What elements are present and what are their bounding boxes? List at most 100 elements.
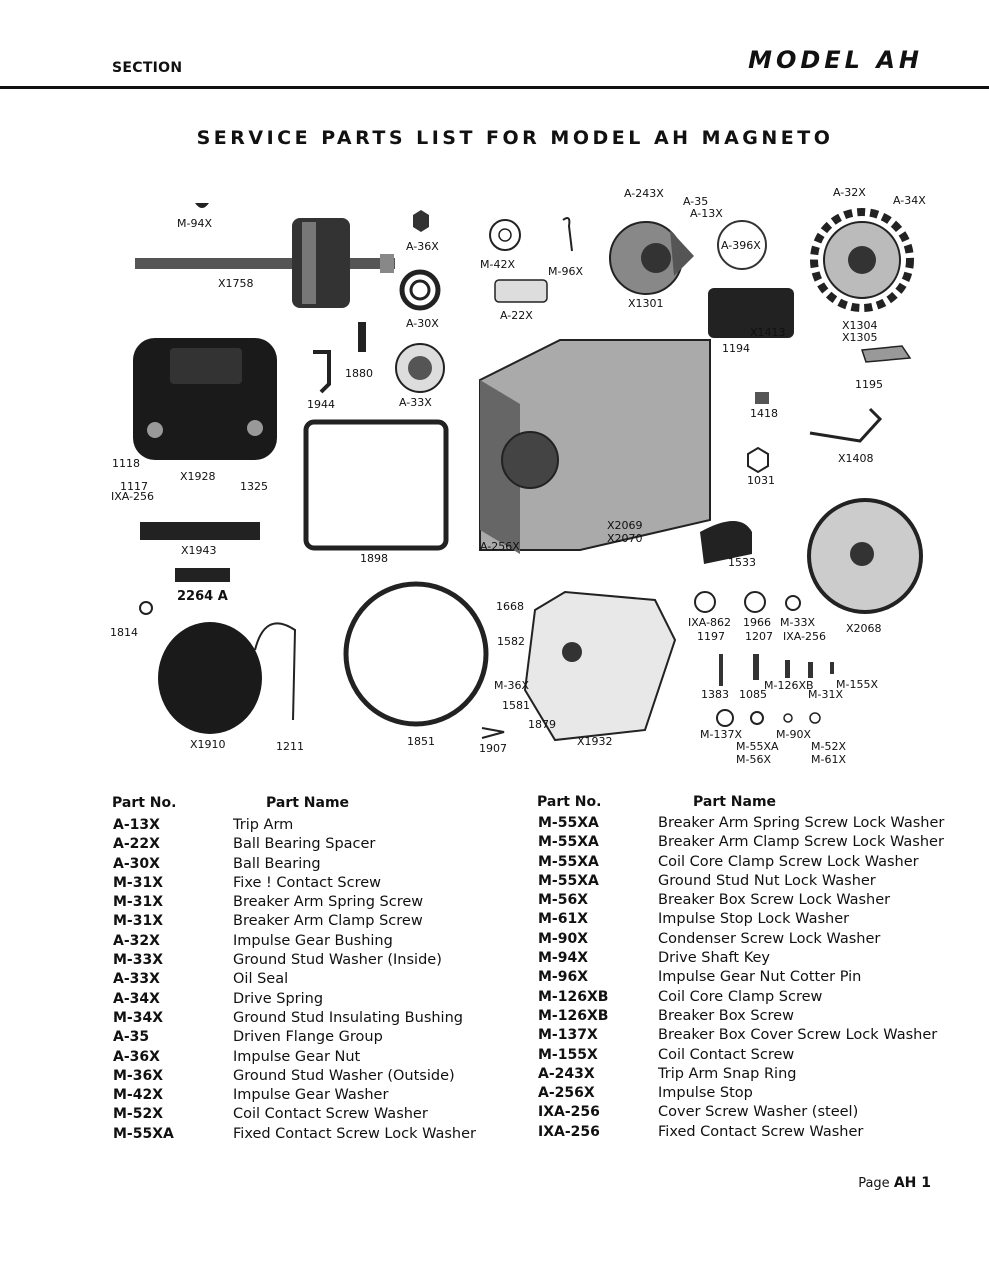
bushing-shape bbox=[755, 392, 769, 404]
label-a36x: A-36X bbox=[406, 240, 439, 253]
label-m126xb: M-126XB bbox=[764, 679, 814, 692]
label-ixa256a: IXA-256 bbox=[111, 490, 154, 503]
label-a35: A-35 bbox=[683, 195, 708, 208]
part-number: M-96X bbox=[538, 969, 589, 986]
magneto-housing-shape bbox=[479, 339, 711, 554]
label-x1413: X1413 bbox=[750, 326, 786, 339]
table-row: M-90X Condenser Screw Lock Washer bbox=[538, 930, 958, 949]
label-1085: 1085 bbox=[739, 688, 767, 701]
label-1383: 1383 bbox=[701, 688, 729, 701]
clip-shape bbox=[481, 727, 505, 739]
part-name: Breaker Box Screw bbox=[658, 1007, 794, 1024]
col-header-part-name-right: Part Name bbox=[693, 794, 777, 810]
table-row: M-96X Impulse Gear Nut Cotter Pin bbox=[538, 968, 958, 987]
part-name: Trip Arm Snap Ring bbox=[658, 1065, 797, 1082]
part-number: M-90X bbox=[538, 930, 589, 947]
ball-bearing-shape bbox=[399, 269, 441, 311]
part-number: IXA-256 bbox=[538, 1123, 600, 1140]
label-m56x: M-56X bbox=[736, 753, 771, 766]
table-row: A-256X Impulse Stop bbox=[538, 1084, 958, 1103]
part-name: Breaker Arm Clamp Screw Lock Washer bbox=[658, 834, 944, 851]
part-name: Fixed Contact Screw Washer bbox=[658, 1123, 864, 1140]
label-m42x: M-42X bbox=[480, 258, 515, 271]
exploded-parts-diagram: M-94X X1758 A-36X A-30X M-42X M-96X A-22… bbox=[110, 186, 926, 766]
label-m36x: M-36X bbox=[494, 679, 529, 692]
part-number: A-35 bbox=[113, 1029, 150, 1046]
label-1907: 1907 bbox=[479, 742, 507, 755]
part-name: Oil Seal bbox=[233, 971, 289, 988]
part-number: A-34X bbox=[113, 990, 160, 1007]
label-2264a: 2264 A bbox=[177, 589, 228, 604]
part-number: M-56X bbox=[538, 892, 589, 909]
label-a22x: A-22X bbox=[500, 309, 533, 322]
part-name: Breaker Box Screw Lock Washer bbox=[658, 892, 891, 909]
part-name: Breaker Box Cover Screw Lock Washer bbox=[658, 1027, 938, 1044]
contact-bracket-shape bbox=[860, 345, 912, 363]
part-name: Impulse Gear Washer bbox=[233, 1087, 389, 1104]
label-1325: 1325 bbox=[240, 480, 268, 493]
label-1418: 1418 bbox=[750, 407, 778, 420]
part-name: Impulse Stop bbox=[658, 1085, 753, 1102]
header-rule bbox=[0, 86, 989, 89]
label-a32x: A-32X bbox=[833, 186, 866, 199]
cotter-pin-shape bbox=[562, 217, 573, 252]
part-name: Ground Stud Insulating Bushing bbox=[233, 1009, 463, 1026]
part-number: M-126XB bbox=[538, 988, 609, 1005]
part-number: M-36X bbox=[113, 1067, 164, 1084]
part-number: M-31X bbox=[113, 874, 164, 891]
label-1207: 1207 bbox=[745, 630, 773, 643]
screws-shape bbox=[719, 654, 834, 686]
label-x1910: X1910 bbox=[190, 738, 226, 751]
label-1879: 1879 bbox=[528, 718, 556, 731]
label-x2070: X2070 bbox=[607, 532, 643, 545]
label-a243x: A-243X bbox=[624, 187, 664, 200]
trip-arm-assembly-shape bbox=[609, 221, 694, 295]
part-number: A-36X bbox=[113, 1048, 160, 1065]
label-ixa256b: IXA-256 bbox=[783, 630, 826, 643]
label-x1305: X1305 bbox=[842, 331, 878, 344]
part-number: M-55XA bbox=[538, 815, 599, 831]
part-number: A-33X bbox=[113, 971, 160, 988]
label-a34x: A-34X bbox=[893, 194, 926, 207]
label-m55xa: M-55XA bbox=[736, 740, 779, 753]
part-name: Cover Screw Washer (steel) bbox=[658, 1104, 859, 1121]
label-a256x: A-256X bbox=[480, 540, 520, 553]
part-name: Ground Stud Washer (Inside) bbox=[233, 952, 442, 969]
label-1194: 1194 bbox=[722, 342, 750, 355]
page-title: SERVICE PARTS LIST FOR MODEL AH MAGNETO bbox=[196, 127, 834, 149]
part-number: A-256X bbox=[538, 1085, 595, 1102]
part-name: Condenser Screw Lock Washer bbox=[658, 930, 881, 947]
label-x1932: X1932 bbox=[577, 735, 613, 748]
label-1581: 1581 bbox=[502, 699, 530, 712]
label-1195: 1195 bbox=[855, 378, 883, 391]
table-row: A-35 Driven Flange Group bbox=[113, 1028, 513, 1047]
part-number: M-155X bbox=[538, 1046, 598, 1063]
section-label: SECTION bbox=[112, 60, 183, 76]
page-number: AH 1 bbox=[893, 1175, 931, 1191]
part-name: Coil Contact Screw bbox=[658, 1046, 795, 1063]
part-name: Coil Core Clamp Screw bbox=[658, 988, 823, 1005]
label-1966: 1966 bbox=[743, 616, 771, 629]
part-number: M-55XA bbox=[538, 853, 599, 870]
part-name: Driven Flange Group bbox=[233, 1029, 383, 1046]
col-header-part-no-right: Part No. bbox=[537, 794, 602, 810]
part-name: Impulse Stop Lock Washer bbox=[658, 911, 850, 928]
label-x1928: X1928 bbox=[180, 470, 216, 483]
breaker-cover-shape bbox=[523, 590, 677, 742]
part-number: M-33X bbox=[113, 952, 164, 969]
label-1851: 1851 bbox=[407, 735, 435, 748]
part-name: Impulse Gear Nut Cotter Pin bbox=[658, 969, 862, 986]
table-row: M-155X Coil Contact Screw bbox=[538, 1046, 958, 1065]
label-m52x: M-52X bbox=[811, 740, 846, 753]
part-name: Ball Bearing bbox=[233, 855, 321, 872]
